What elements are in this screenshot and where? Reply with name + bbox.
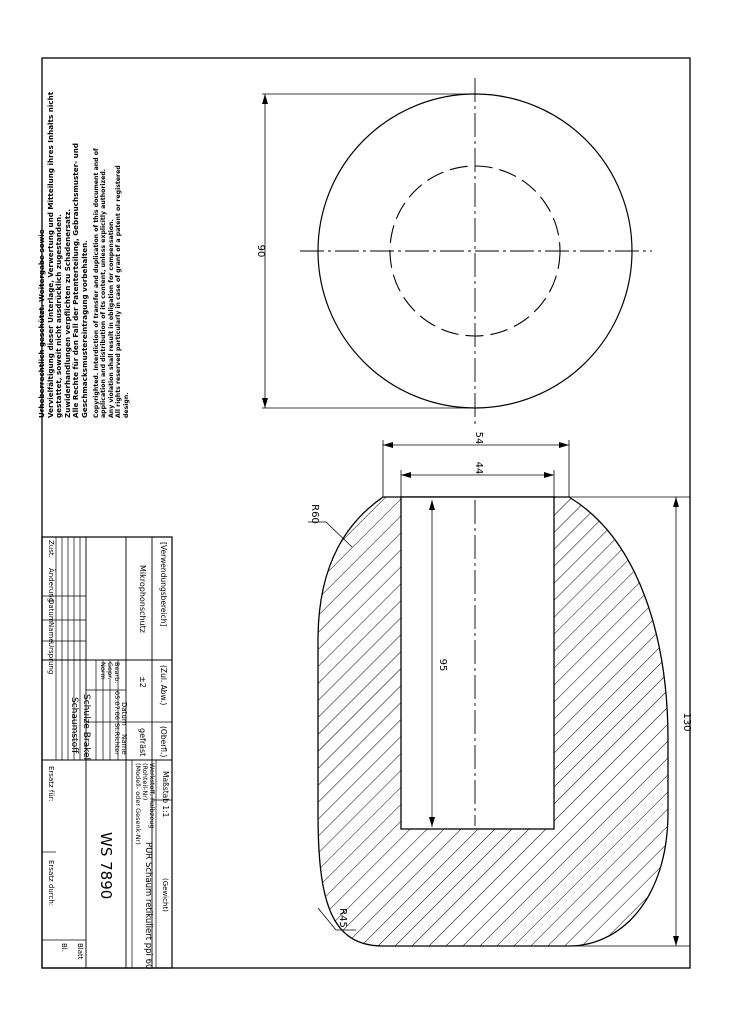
- datum-label: Datum: [47, 599, 55, 623]
- name-label: Name: [47, 622, 55, 643]
- zul-abw-value: ±2: [138, 676, 147, 688]
- ursprung-label: Ursprung: [47, 642, 55, 674]
- werkstoff-label: (Modell- oder Gesenk-Nr): [134, 763, 142, 845]
- radius-leader: [317, 907, 337, 931]
- werkstoff-label: Werkstoff, Halbzeug: [148, 763, 156, 828]
- radius-label-r60: R60: [309, 504, 320, 524]
- dim-label-90: 90: [255, 245, 266, 258]
- datum-header: Datum: [120, 702, 128, 726]
- massstab: Maßstab 1:1: [161, 771, 170, 818]
- radius-label-r45: R45: [337, 908, 348, 928]
- verwendungsbereich-value: Mikrophonschutz: [138, 565, 147, 633]
- dim-arrow: [429, 500, 435, 510]
- dim-arrow: [559, 442, 569, 448]
- norm-label: Norm: [99, 662, 107, 680]
- dim-arrow: [544, 472, 554, 478]
- dim-arrow: [673, 936, 679, 946]
- ersatz-fuer-label: Ersatz für:: [47, 766, 55, 802]
- dim-label-130: 130: [681, 712, 692, 731]
- title-block-texts: [Verwendungsbereich] Mikrophonschutz (Zu…: [47, 540, 170, 969]
- dim-arrow: [262, 94, 268, 104]
- aenderung-label: Änderung: [47, 568, 56, 602]
- drawing-number: WS 7890: [97, 832, 115, 899]
- bearb-name: St.Richter: [113, 723, 121, 755]
- bearb-label: Bearb.: [113, 662, 121, 683]
- company-line1: Schulze Brakel: [81, 694, 91, 760]
- blaetter-label: Bl.: [60, 943, 68, 952]
- company-line2: Schaumstoff: [69, 697, 79, 754]
- verwendungsbereich-label: [Verwendungsbereich]: [159, 542, 168, 626]
- ersatz-durch-label: Ersatz durch:: [47, 860, 55, 906]
- dim-arrow: [383, 442, 393, 448]
- dim-label-54: 54: [473, 432, 484, 445]
- werkstoff-value: PUR Schaum retikuliert ppi 60: [143, 842, 153, 969]
- dim-arrow: [262, 398, 268, 408]
- dim-label-44: 44: [473, 462, 484, 475]
- dim-arrow: [673, 497, 679, 507]
- oberfl-label: (Oberfl.): [159, 726, 168, 757]
- sheet-border: [41, 57, 691, 969]
- title-block: [41, 536, 173, 969]
- zust-label: Zust.: [47, 540, 55, 558]
- section-view: 54 44 95 130 R60 R4: [308, 432, 692, 947]
- oberfl-value: gefräst: [138, 728, 147, 756]
- dim-arrow: [429, 817, 435, 827]
- inner-cavity: [400, 496, 555, 830]
- dim-label-95: 95: [437, 659, 448, 672]
- blatt-label: Blatt: [76, 943, 84, 960]
- top-view: 90: [255, 78, 652, 428]
- zul-abw-label: (Zul. Abw.): [159, 665, 168, 705]
- name-header: Name: [120, 734, 128, 755]
- dim-arrow: [401, 472, 411, 478]
- radius-leader: [325, 521, 353, 548]
- werkstoff-label: (Rohteil-Nr): [141, 763, 149, 800]
- gewicht-label: (Gewicht): [161, 878, 169, 912]
- gepr-label: Gepr.: [106, 662, 114, 679]
- bearb-date: 05.07.06: [113, 691, 121, 720]
